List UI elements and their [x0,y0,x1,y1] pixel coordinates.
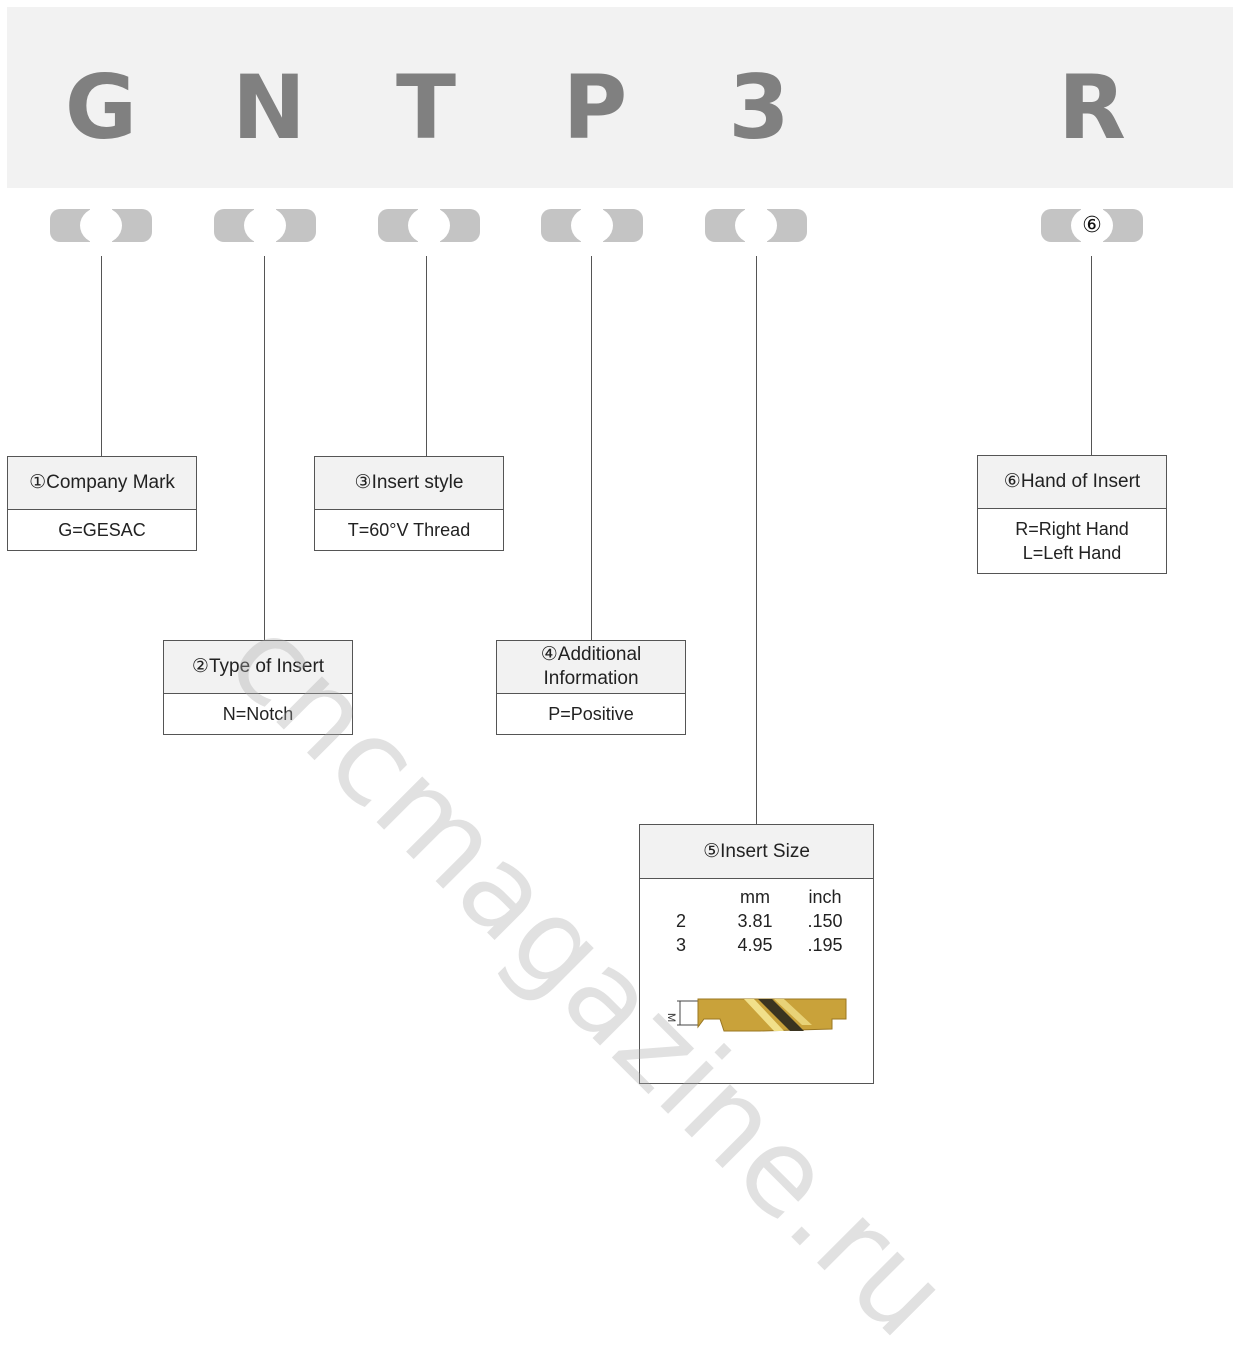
code-letter-t: T [395,56,457,159]
connector-line-3 [426,256,427,456]
company-mark-title: ①Company Mark [8,457,196,510]
company-mark-box: ①Company Mark G=GESAC [7,456,197,551]
connector-line-6 [1091,256,1092,455]
hand-left-value: L=Left Hand [1022,543,1122,563]
code-letter-3: 3 [728,56,790,159]
type-of-insert-value: N=Notch [222,704,294,724]
connector-line-4 [591,256,592,640]
size-col-header-mm: mm [740,887,770,907]
insert-dimension-label: M [665,1013,677,1022]
hand-of-insert-box: ⑥Hand of Insert R=Right Hand L=Left Hand [977,455,1167,574]
connector-line-5 [756,256,757,824]
pill-number-6: ⑥ [1082,213,1102,238]
company-mark-value: G=GESAC [58,520,146,540]
code-letter-p: P [562,56,628,159]
position-pill-2 [214,207,316,244]
code-header-band [7,7,1233,188]
insert-size-title: ⑤Insert Size [640,825,873,879]
size-table-row: 2 3.81 .150 [668,909,860,933]
hand-of-insert-title: ⑥Hand of Insert [978,456,1166,509]
size-col-header-inch: inch [808,887,842,907]
position-pill-3 [378,207,480,244]
size-table-header-row: mm inch [668,885,860,909]
size-mm: 3.81 [737,911,773,931]
size-col-header [668,885,720,909]
size-mm: 4.95 [737,935,773,955]
size-table-row: 3 4.95 .195 [668,933,860,957]
size-code: 3 [676,935,687,955]
code-letter-g: G [64,56,138,159]
size-inch: .150 [807,911,843,931]
connector-line-2 [264,256,265,640]
position-pill-4 [541,207,643,244]
insert-size-box: ⑤Insert Size mm inch 2 3.81 .150 3 4.95 … [639,824,874,1084]
additional-information-title: ④Additional Information [497,641,685,694]
insert-style-box: ③Insert style T=60°V Thread [314,456,504,551]
connector-line-1 [101,256,102,456]
insert-size-table: mm inch 2 3.81 .150 3 4.95 .195 [668,885,860,957]
position-pill-1 [50,207,152,244]
code-letter-n: N [232,56,306,159]
additional-information-value: P=Positive [548,704,634,724]
type-of-insert-box: ②Type of Insert N=Notch [163,640,353,735]
position-pill-6: ⑥ [1041,207,1143,244]
size-code: 2 [676,911,687,931]
insert-profile-figure: M [665,998,847,1032]
hand-right-value: R=Right Hand [1015,519,1129,539]
additional-information-box: ④Additional Information P=Positive [496,640,686,735]
position-pill-5 [705,207,807,244]
size-inch: .195 [807,935,843,955]
insert-style-value: T=60°V Thread [347,520,471,540]
insert-style-title: ③Insert style [315,457,503,510]
type-of-insert-title: ②Type of Insert [164,641,352,694]
code-letter-r: R [1058,56,1126,159]
